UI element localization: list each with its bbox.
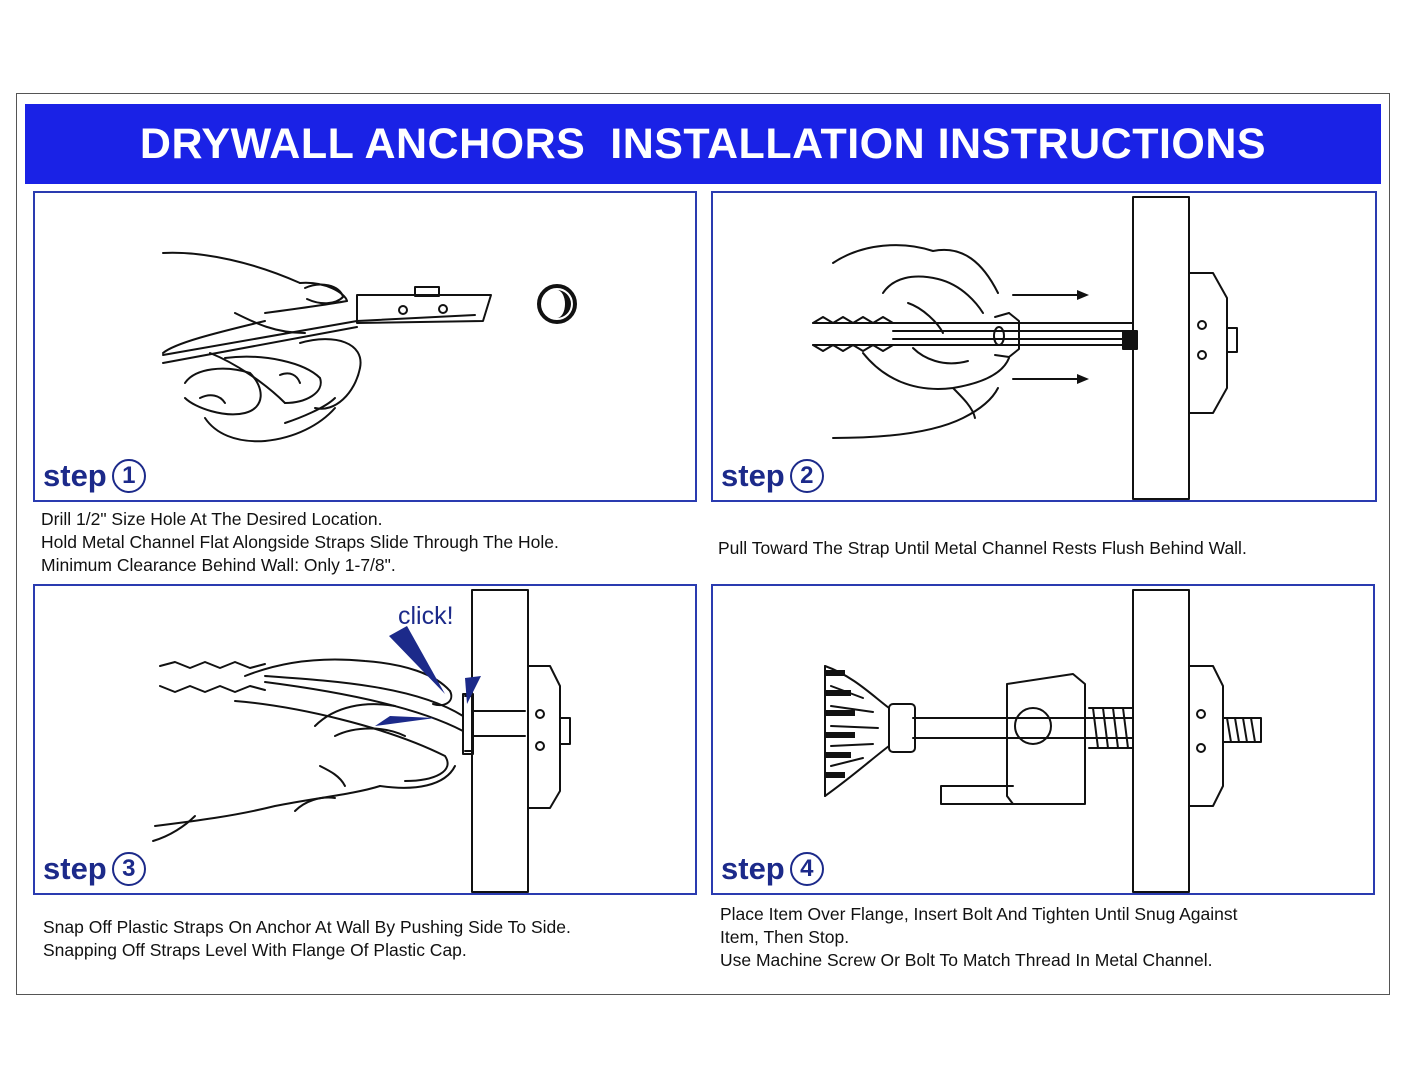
step-4-caption: Place Item Over Flange, Insert Bolt And … (720, 903, 1238, 972)
caption-line: Minimum Clearance Behind Wall: Only 1-7/… (41, 555, 396, 575)
step-2-illustration (812, 196, 1238, 500)
step-3-caption: Snap Off Plastic Straps On Anchor At Wal… (43, 916, 571, 962)
caption-line: Hold Metal Channel Flat Alongside Straps… (41, 532, 559, 552)
step-3-label: step 3 (43, 851, 146, 887)
caption-line: Snapping Off Straps Level With Flange Of… (43, 940, 467, 960)
caption-line: Place Item Over Flange, Insert Bolt And … (720, 904, 1238, 924)
step-2-label: step 2 (721, 458, 824, 494)
instruction-sheet (16, 93, 1390, 995)
caption-line: Snap Off Plastic Straps On Anchor At Wal… (43, 917, 571, 937)
caption-line: Pull Toward The Strap Until Metal Channe… (718, 538, 1247, 558)
step-word: step (721, 458, 785, 493)
step-word: step (43, 851, 107, 886)
click-callout: click! (398, 602, 454, 630)
title-banner: DRYWALL ANCHORS INSTALLATION INSTRUCTION… (25, 104, 1381, 184)
step-1-illustration (162, 251, 577, 443)
step-1-panel: step 1 (33, 191, 697, 502)
step-4-panel: step 4 (711, 584, 1375, 895)
caption-line: Drill 1/2" Size Hole At The Desired Loca… (41, 509, 383, 529)
step-2-panel: step 2 (711, 191, 1377, 502)
step-3-panel: click! step 3 (33, 584, 697, 895)
step-2-caption: Pull Toward The Strap Until Metal Channe… (718, 537, 1247, 560)
caption-line: Item, Then Stop. (720, 927, 850, 947)
step-3-illustration (152, 589, 571, 893)
caption-line: Use Machine Screw Or Bolt To Match Threa… (720, 950, 1213, 970)
step-4-illustration (824, 589, 1262, 893)
step-1-label: step 1 (43, 458, 146, 494)
step-2-number-badge: 2 (789, 459, 824, 493)
step-4-label: step 4 (721, 851, 824, 887)
page-title: DRYWALL ANCHORS INSTALLATION INSTRUCTION… (139, 119, 1267, 168)
step-word: step (721, 851, 785, 886)
step-word: step (43, 458, 107, 493)
step-1-caption: Drill 1/2" Size Hole At The Desired Loca… (41, 508, 559, 577)
step-3-number-badge: 3 (111, 852, 146, 886)
step-4-number-badge: 4 (789, 852, 824, 886)
step-1-number-badge: 1 (111, 459, 146, 493)
